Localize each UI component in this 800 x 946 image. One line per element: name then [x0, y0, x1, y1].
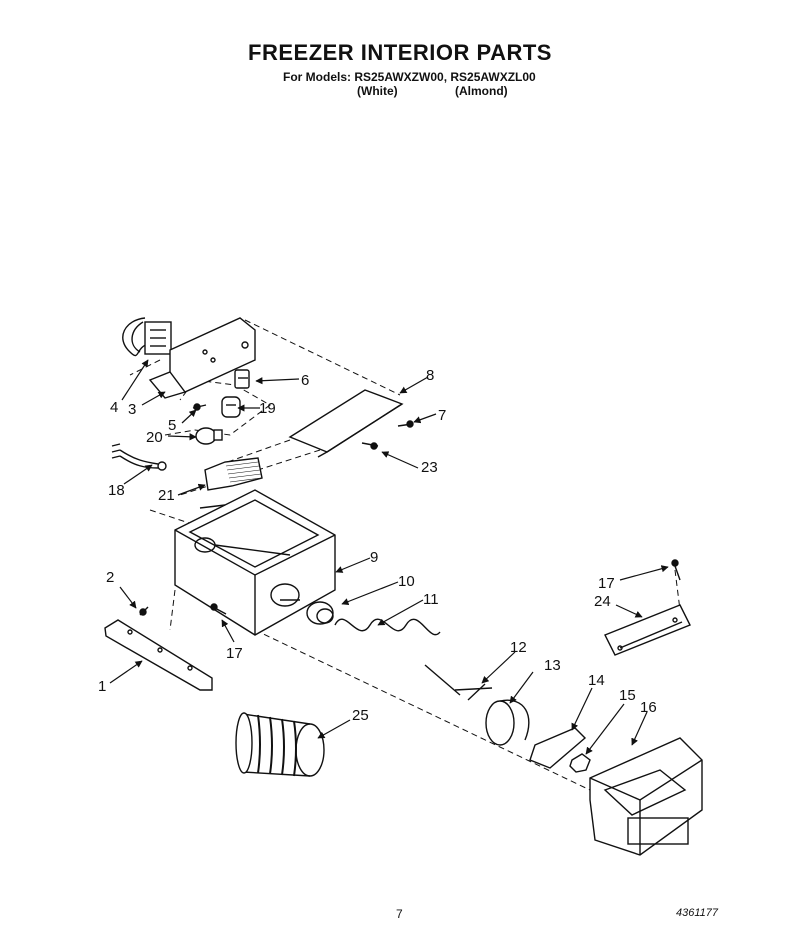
callout-10: 10: [398, 573, 415, 590]
callout-12: 12: [510, 639, 527, 656]
callout-19: 19: [259, 400, 276, 417]
callout-6: 6: [301, 372, 309, 389]
callout-25: 25: [352, 707, 369, 724]
callout-16: 16: [640, 699, 657, 716]
callout-18: 18: [108, 482, 125, 499]
model-numbers: For Models: RS25AWXZW00, RS25AWXZL00: [283, 70, 536, 84]
callout-9: 9: [370, 549, 378, 566]
callout-11: 11: [423, 591, 439, 608]
page-number: 7: [396, 907, 403, 921]
callout-23: 23: [421, 459, 438, 476]
callout-3: 3: [128, 401, 136, 418]
callout-8: 8: [426, 367, 434, 384]
callout-7: 7: [438, 407, 446, 424]
callout-1: 1: [98, 678, 106, 695]
callout-4: 4: [110, 399, 118, 416]
variant-almond-label: (Almond): [455, 84, 508, 98]
variant-white-label: (White): [357, 84, 398, 98]
callout-17-left: 17: [226, 645, 243, 662]
callout-13: 13: [544, 657, 561, 674]
document-code: 4361177: [676, 907, 719, 919]
callout-14: 14: [588, 672, 605, 689]
callout-17-right: 17: [598, 575, 615, 592]
page-title: FREEZER INTERIOR PARTS: [248, 40, 552, 65]
callout-21: 21: [158, 487, 175, 504]
callout-2: 2: [106, 569, 114, 586]
callout-20: 20: [146, 429, 163, 446]
callout-24: 24: [594, 593, 611, 610]
callout-15: 15: [619, 687, 636, 704]
callout-5: 5: [168, 417, 176, 434]
